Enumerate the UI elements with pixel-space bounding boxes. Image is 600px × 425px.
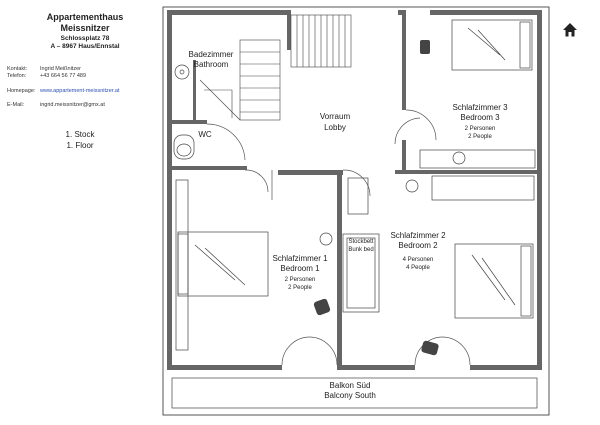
room-bed3-persons-en: 2 People: [468, 134, 492, 140]
homepage-label: Homepage:: [7, 88, 36, 94]
homepage-link[interactable]: www.appartement-meissnitzer.at: [40, 88, 120, 94]
home-icon[interactable]: [562, 22, 578, 38]
room-lobby-en: Lobby: [324, 123, 346, 132]
room-bunk-de: Stockbett: [348, 239, 374, 245]
contact-label: Kontakt:: [7, 66, 28, 72]
room-bed2-persons-de: 4 Personen: [402, 257, 434, 263]
email-label: E-Mail:: [7, 102, 25, 108]
room-bathroom-en: Bathroom: [193, 60, 229, 69]
phone-label: Telefon:: [7, 73, 27, 79]
room-bed2-de: Schlafzimmer 2: [390, 231, 446, 240]
room-lobby-de: Vorraum: [319, 112, 351, 121]
floor-label-de: 1. Stock: [65, 130, 95, 139]
bunk-bed-furniture: [342, 233, 380, 313]
contact-value: Ingrid Meißnitzer: [40, 66, 81, 72]
room-bed1-de: Schlafzimmer 1: [272, 254, 328, 263]
desk-chairs: [313, 40, 439, 356]
walls: [167, 10, 542, 370]
room-bed3-persons-de: 2 Personen: [464, 126, 496, 132]
room-bed1-en: Bedroom 1: [280, 264, 320, 273]
title-line2: Meissnitzer: [60, 23, 110, 33]
outer-boundary: [162, 6, 550, 416]
room-balcony-en: Balcony South: [324, 391, 376, 400]
stairs: [199, 14, 352, 121]
room-bathroom-de: Badezimmer: [188, 50, 234, 59]
room-bed1-persons-de: 2 Personen: [284, 277, 316, 283]
room-balcony-de: Balkon Süd: [329, 381, 371, 390]
bedroom1-furniture: [175, 179, 333, 351]
bathroom-fixtures: [173, 64, 195, 160]
room-bunk-en: Bunk bed: [348, 247, 374, 253]
email-value: ingrid.meissnitzer@gmx.at: [40, 102, 105, 108]
room-bed3-en: Bedroom 3: [460, 113, 500, 122]
room-bed2-persons-en: 4 People: [406, 265, 430, 271]
room-bed2-en: Bedroom 2: [398, 241, 438, 250]
bedroom3-furniture: [419, 19, 536, 169]
phone-value: +43 664 56 77 489: [40, 73, 87, 79]
bedroom2-furniture: [347, 175, 535, 319]
room-wc: WC: [198, 130, 212, 139]
address-line1: Schlossplatz 78: [60, 35, 110, 42]
balcony: [171, 377, 538, 409]
address-line2: A – 8967 Haus/Ennstal: [50, 43, 120, 50]
title-line1: Appartementhaus: [46, 12, 124, 22]
floor-label-en: 1. Floor: [66, 141, 94, 150]
room-bed1-persons-en: 2 People: [288, 285, 312, 291]
room-bed3-de: Schlafzimmer 3: [452, 103, 508, 112]
